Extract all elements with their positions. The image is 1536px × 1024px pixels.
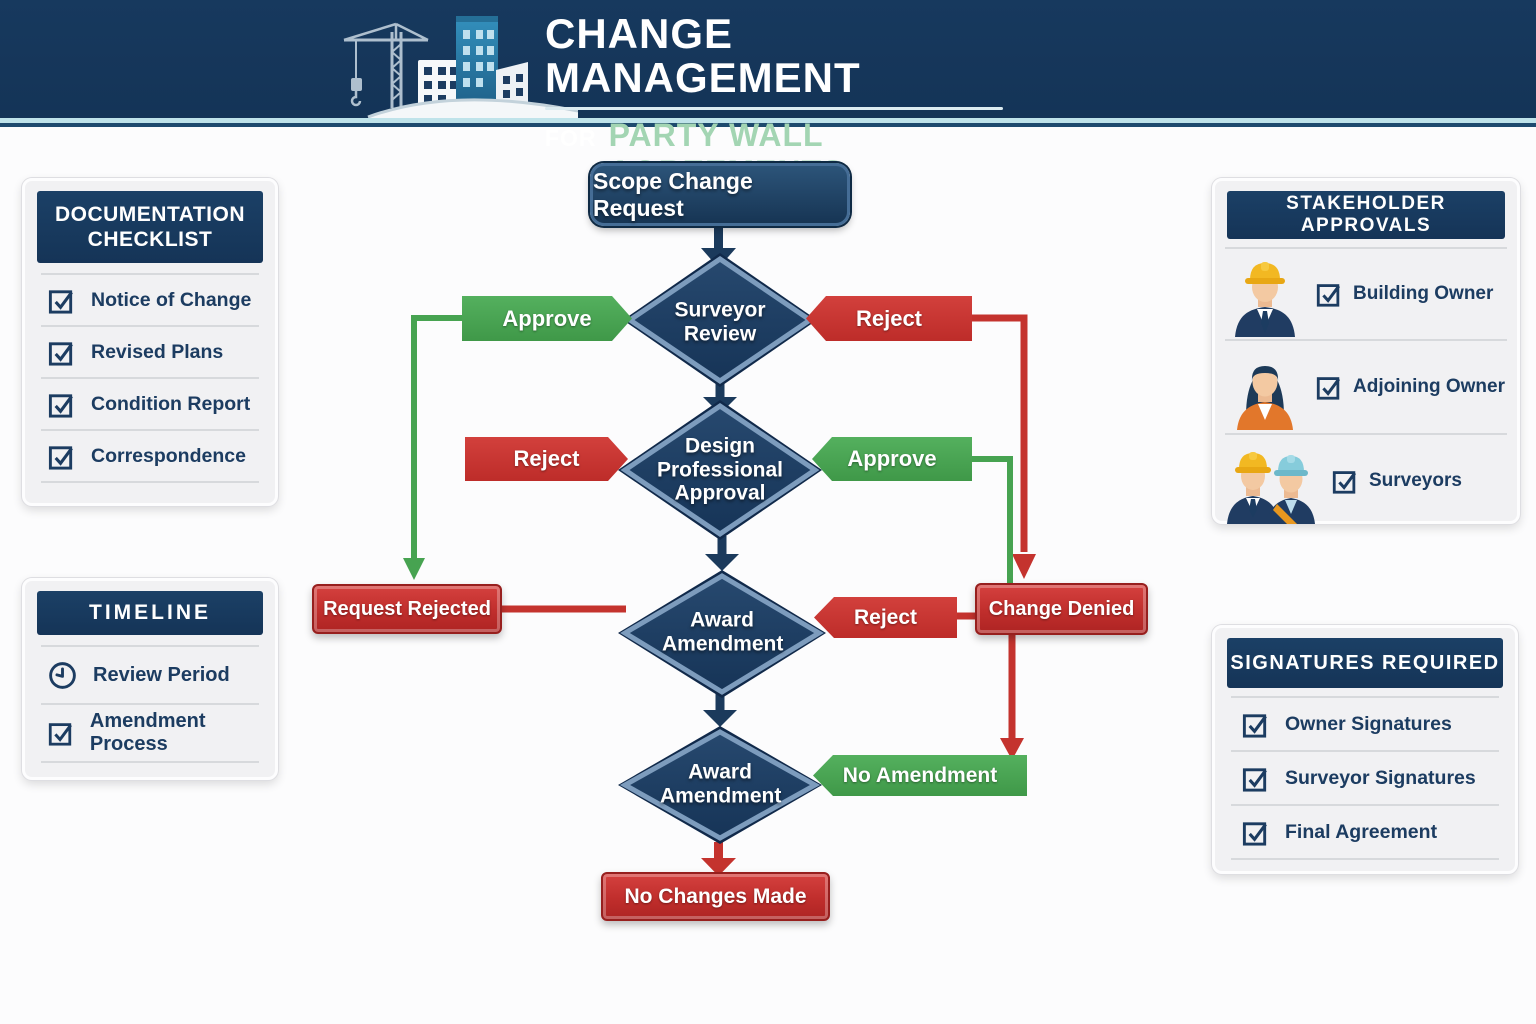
branch-reject-3: Reject — [814, 597, 957, 638]
change-denied-to-no-amendment-connector — [1000, 634, 1024, 760]
timeline-item: Amendment Process — [25, 705, 275, 761]
stakeholder-label: Surveyors — [1369, 470, 1462, 491]
timeline-item-label: Amendment Process — [89, 710, 206, 755]
signature-item-label: Final Agreement — [1285, 820, 1438, 843]
decision-label-design-professional-approval: Design Professional Approval — [656, 434, 784, 505]
checked-checkbox-icon — [1242, 767, 1267, 792]
stakeholder-row: Adjoining Owner — [1215, 341, 1517, 433]
checklist-item: Notice of Change — [25, 275, 275, 325]
stakeholder-row: Building Owner — [1215, 249, 1517, 339]
signature-item: Surveyor Signatures — [1215, 752, 1515, 804]
reject1-to-change-denied-connector — [972, 314, 1036, 579]
page-title: CHANGE MANAGEMENT — [545, 10, 861, 102]
outcome-request-rejected: Request Rejected — [312, 584, 502, 634]
checked-checkbox-icon — [48, 393, 73, 418]
building-owner-avatar — [1235, 262, 1295, 337]
checked-checkbox-icon — [48, 445, 73, 470]
signatures-required-panel: SIGNATURES REQUIRED Owner Signatures Sur… — [1212, 625, 1518, 874]
checklist-item: Revised Plans — [25, 327, 275, 377]
header-stripe-light — [0, 118, 1536, 123]
header-stripe-dark — [0, 123, 1536, 127]
timeline-title: TIMELINE — [37, 591, 263, 635]
header-banner — [0, 0, 1536, 118]
subtitle-prefix: FOR — [545, 125, 597, 152]
signature-item: Owner Signatures — [1215, 698, 1515, 750]
signature-item-label: Surveyor Signatures — [1285, 766, 1476, 789]
stakeholder-row: Surveyors — [1215, 435, 1517, 527]
start-node: Scope Change Request — [590, 163, 850, 226]
buildings-crane-illustration — [328, 4, 579, 123]
decision-label-award-amendment-2: Award Amendment — [660, 760, 782, 807]
title-underline — [545, 107, 1003, 111]
timeline-item: Review Period — [25, 647, 275, 703]
crane-icon — [343, 22, 429, 108]
checklist-item-label: Revised Plans — [91, 340, 224, 363]
branch-reject-1: Reject — [806, 296, 972, 341]
stakeholder-label: Adjoining Owner — [1353, 376, 1505, 397]
surveyors-avatar — [1227, 452, 1315, 524]
branch-approve-2: Approve — [812, 437, 972, 481]
checked-checkbox-icon — [48, 289, 73, 314]
decision-label-surveyor-review: Surveyor Review — [674, 298, 766, 345]
diamond4-to-no-changes-arrow — [701, 842, 736, 876]
documentation-checklist-title: DOCUMENTATION CHECKLIST — [37, 191, 263, 263]
outcome-change-denied: Change Denied — [975, 583, 1148, 635]
checklist-item-label: Condition Report — [91, 392, 251, 415]
signatures-required-title: SIGNATURES REQUIRED — [1227, 638, 1503, 688]
decision-label-award-amendment-1: Award Amendment — [662, 608, 784, 655]
timeline-item-label: Review Period — [93, 663, 230, 686]
documentation-checklist-panel: DOCUMENTATION CHECKLIST Notice of Change… — [22, 178, 278, 506]
signature-item: Final Agreement — [1215, 806, 1515, 858]
timeline-panel: TIMELINE Review Period Amendment Process — [22, 578, 278, 780]
outcome-no-changes-made: No Changes Made — [601, 872, 830, 921]
clock-icon — [49, 661, 76, 689]
checklist-item-label: Notice of Change — [91, 288, 252, 311]
branch-no-amendment: No Amendment — [813, 755, 1027, 796]
checked-checkbox-icon — [1316, 377, 1340, 400]
stakeholder-approvals-title: STAKEHOLDER APPROVALS — [1227, 191, 1505, 239]
signature-item-label: Owner Signatures — [1285, 712, 1452, 735]
checklist-item: Condition Report — [25, 379, 275, 429]
checked-checkbox-icon — [1332, 471, 1356, 494]
checked-checkbox-icon — [48, 341, 73, 366]
branch-approve-1: Approve — [462, 296, 632, 341]
checked-checkbox-icon — [48, 723, 72, 746]
approve1-to-request-rejected-connector — [403, 315, 462, 580]
checked-checkbox-icon — [1316, 284, 1340, 307]
checked-checkbox-icon — [1242, 821, 1267, 846]
checklist-item-label: Correspondence — [91, 444, 246, 467]
checked-checkbox-icon — [1242, 713, 1267, 738]
stakeholder-label: Building Owner — [1353, 283, 1494, 304]
checklist-item: Correspondence — [25, 431, 275, 481]
branch-reject-2: Reject — [465, 437, 628, 481]
adjoining-owner-avatar — [1237, 366, 1293, 430]
approve2-to-change-denied-connector — [972, 456, 1013, 586]
stakeholder-approvals-panel: STAKEHOLDER APPROVALS Building Owner — [1212, 178, 1520, 524]
